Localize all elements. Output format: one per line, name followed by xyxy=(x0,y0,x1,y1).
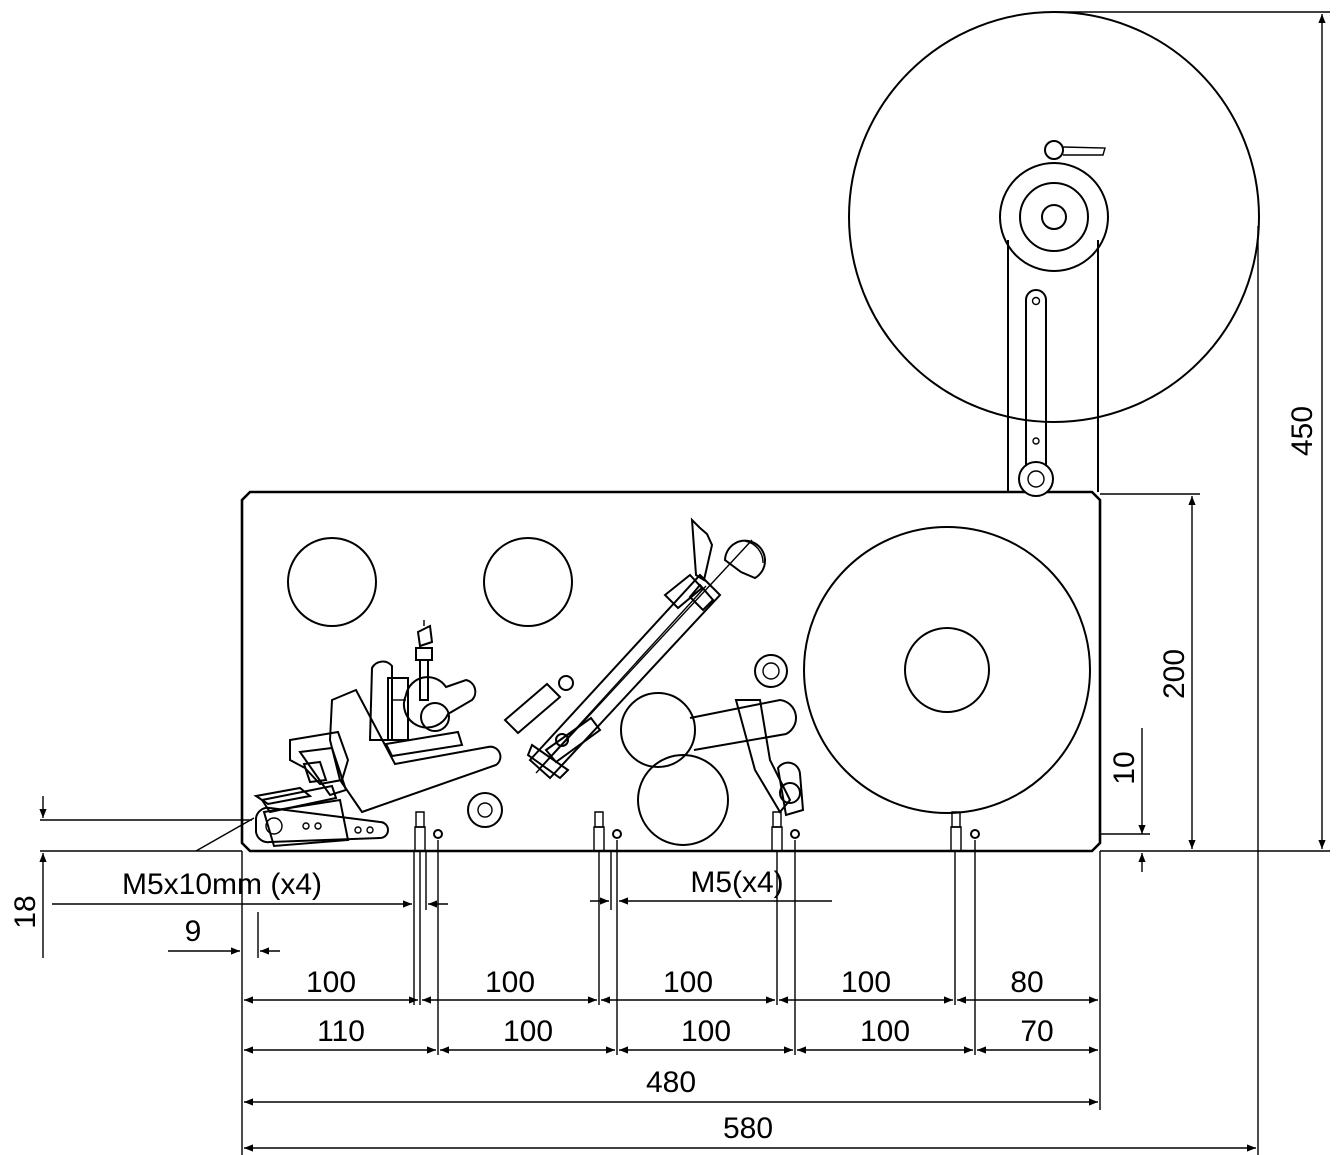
dim-total-width: 580 xyxy=(723,1112,773,1145)
dim-base-height: 200 xyxy=(1158,649,1191,699)
dimension-lines xyxy=(39,14,1326,1152)
dim-second-1: 110 xyxy=(317,1015,365,1048)
rewind-reel xyxy=(803,526,1091,814)
dim-top-2: 100 xyxy=(485,966,535,999)
callout-mounting-screws: M5x10mm (x4) xyxy=(122,868,322,901)
dancer-assembly xyxy=(620,654,805,846)
applicator-head xyxy=(253,620,503,848)
dim-inner-width: 480 xyxy=(646,1066,696,1099)
dim-top-5: 80 xyxy=(1010,966,1043,999)
base-plate xyxy=(240,490,1102,853)
diagonal-guide xyxy=(503,517,766,780)
dim-second-5: 70 xyxy=(1020,1015,1053,1048)
mounting-screws xyxy=(414,811,962,852)
extension-lines xyxy=(40,11,1330,1155)
dim-total-height: 450 xyxy=(1286,406,1319,456)
unwind-reel xyxy=(848,11,1260,423)
dimension-labels: 100 100 100 100 80 110 100 100 100 70 48… xyxy=(9,406,1319,1145)
callout-threaded-holes: M5(x4) xyxy=(690,866,783,899)
dim-second-4: 100 xyxy=(860,1015,910,1048)
upper-rollers xyxy=(287,537,573,627)
dim-second-3: 100 xyxy=(681,1015,731,1048)
dim-left-offset: 18 xyxy=(9,895,42,928)
dim-top-1: 100 xyxy=(306,966,356,999)
reel-support-arm xyxy=(1007,240,1099,497)
dim-edge-offset: 9 xyxy=(185,915,202,948)
threaded-holes xyxy=(433,829,980,839)
dim-top-3: 100 xyxy=(663,966,713,999)
dim-second-2: 100 xyxy=(503,1015,553,1048)
dim-top-4: 100 xyxy=(841,966,891,999)
dim-foot-offset: 10 xyxy=(1108,751,1141,784)
